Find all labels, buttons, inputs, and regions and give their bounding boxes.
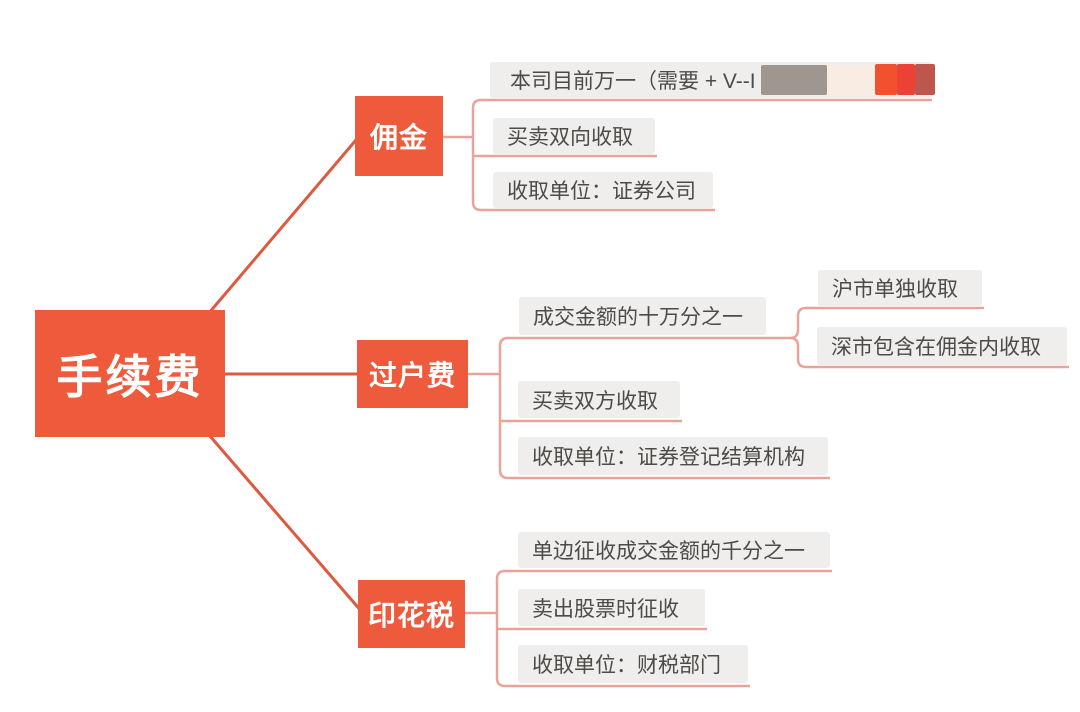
leaf-transfer-rate[interactable]: 成交金额的十万分之一 [519, 297, 766, 335]
connector-stamp-top [495, 569, 832, 613]
branch-node-commission[interactable]: 佣金 [355, 96, 443, 176]
leaf-stamp-rate[interactable]: 单边征收成交金额的千分之一 [518, 532, 830, 568]
leaf-transfer-direction[interactable]: 买卖双方收取 [518, 381, 680, 418]
branch-label: 佣金 [369, 122, 428, 153]
root-node-shouxufei[interactable]: 手续费 [35, 310, 225, 437]
leaf-label: 单边征收成交金额的千分之一 [532, 540, 805, 563]
leaf-label: 买卖双方收取 [532, 389, 658, 413]
connector-transfer-sub-up [789, 306, 984, 340]
branch-label: 印花税 [367, 600, 455, 631]
connector-commission-bottom [471, 137, 715, 212]
leaf-label: 收取单位：证券登记结算机构 [532, 446, 805, 469]
connector-commission-top [471, 98, 932, 137]
leaf-transfer-rate-shenzhen[interactable]: 深市包含在佣金内收取 [817, 327, 1067, 365]
leaf-label: 成交金额的十万分之一 [533, 306, 743, 329]
connector-transfer-top [498, 336, 790, 374]
redaction-block-cream [827, 65, 875, 95]
redaction-block-red2 [897, 64, 915, 95]
leaf-label: 买卖双向收取 [507, 126, 633, 149]
leaf-commission-collector[interactable]: 收取单位：证券公司 [493, 172, 713, 208]
branch-label: 过户费 [368, 360, 456, 391]
connector-stamp-bottom [495, 613, 750, 688]
connector-transfer-bottom [498, 374, 830, 480]
leaf-transfer-collector[interactable]: 收取单位：证券登记结算机构 [518, 437, 828, 475]
leaf-label: 收取单位：财税部门 [532, 654, 721, 677]
connector-transfer-sub-down [789, 336, 1069, 369]
root-label: 手续费 [56, 350, 204, 403]
leaf-commission-direction[interactable]: 买卖双向收取 [493, 118, 655, 154]
leaf-stamp-collector[interactable]: 收取单位：财税部门 [518, 645, 748, 683]
leaf-label: 沪市单独收取 [832, 278, 958, 301]
connector-root-to-commission [201, 139, 358, 321]
connector-root-to-stamp [201, 427, 364, 613]
leaf-transfer-rate-shanghai[interactable]: 沪市单独收取 [818, 270, 982, 306]
redaction-block-red [875, 64, 897, 95]
branch-node-transfer[interactable]: 过户费 [357, 340, 468, 408]
leaf-label: 深市包含在佣金内收取 [831, 336, 1041, 359]
redaction-block-darkred [915, 64, 935, 95]
leaf-label: 收取单位：证券公司 [507, 180, 696, 203]
branch-node-stamp[interactable]: 印花税 [358, 580, 465, 648]
redaction-block-gray [761, 65, 827, 95]
leaf-label: 本司目前万一（需要 + V--I [510, 70, 756, 93]
leaf-commission-rate[interactable]: 本司目前万一（需要 + V--I [490, 62, 935, 98]
leaf-label: 卖出股票时征收 [532, 597, 679, 621]
leaf-stamp-when[interactable]: 卖出股票时征收 [518, 589, 705, 626]
